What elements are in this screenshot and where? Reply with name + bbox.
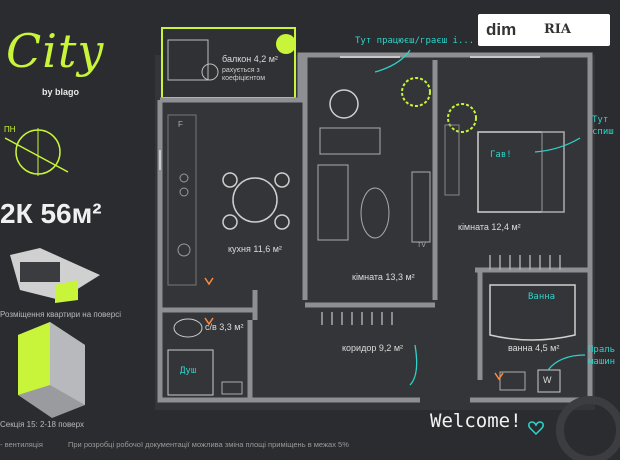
heart-icon [528,421,544,436]
laundry-note-2: машин [588,357,616,367]
balcony-table [201,63,219,81]
dining-chairs [222,172,290,230]
compass-label: ПН [4,125,16,134]
wardrobe [444,124,460,196]
plant [447,103,477,133]
balcony-note-1: рахується з [222,67,260,74]
balcony-chair [167,39,209,81]
shower [167,349,214,396]
tv-label: TV [417,242,426,249]
office-chair [329,89,359,119]
balcony-label: балкон 4,2 м² [222,54,278,64]
floor-position-icon [10,248,100,303]
section-icon [18,322,85,418]
apartment-type: 2К 56м² [0,198,102,229]
wardrobe-rail [489,255,561,270]
fridge-label: F [178,120,183,129]
watermark-dim: dim [486,20,517,39]
bathtub [489,284,576,341]
footer-disclaimer: При розробці робочої документації можлив… [68,440,349,449]
ventilation-legend: - вентиляція [0,440,43,449]
dining-table [232,177,278,223]
washbasin [221,381,243,395]
coffee-table [360,187,390,239]
bathroom-label: ванна 4,5 м² [508,343,560,353]
stove-burner [179,187,189,197]
pillows [541,131,565,213]
brand-logo: City [6,20,116,80]
brand-byline: by blago [42,87,80,97]
compass [4,128,69,176]
room-large-label: кімната 13,3 м² [352,272,415,282]
kitchen-sink [177,243,191,257]
washing-machine [537,369,561,393]
floor-area [155,55,595,410]
desk [319,127,381,155]
windows [159,56,540,170]
washer-label: W [543,375,552,385]
welcome-text: Welcome! [430,410,522,432]
shower-note: Душ [180,366,197,376]
brand-name: City [6,24,105,78]
section-caption: Секція 15: 2-18 поверх [0,420,84,429]
dog-note: Гав! [490,150,512,160]
sleep-note-1: Тут [592,115,609,125]
stove-burner [179,173,189,183]
wc-label: с/в 3,3 м² [205,322,244,332]
hall-rail [321,312,393,325]
vent-markers [204,277,504,381]
doodle-arrows [374,49,586,386]
room-small-label: кімната 12,4 м² [458,222,521,232]
sofa [317,164,349,241]
plant [401,77,431,107]
toilet [173,318,203,338]
kitchen-counter [167,114,197,286]
bath-note: Ванна [528,292,556,302]
kitchen-label: кухня 11,6 м² [228,244,282,254]
tv-stand [411,171,431,243]
balcony-plant [276,34,296,54]
watermark-badge: dim RIA [478,14,610,46]
walls [157,52,593,403]
work-note: Тут працюєш/граєш і... [355,36,475,46]
sleep-note-2: спиш [592,127,614,137]
balcony-note-2: коефіцієнтом [222,75,266,82]
laundry-note-1: Праль [588,345,616,355]
floor-position-caption: Розміщення квартири на поверсі [0,310,121,319]
corridor-label: коридор 9,2 м² [342,343,404,353]
decorative-arc [556,396,620,460]
bathroom-sink [499,371,526,391]
watermark-ria: RIA [544,22,571,37]
